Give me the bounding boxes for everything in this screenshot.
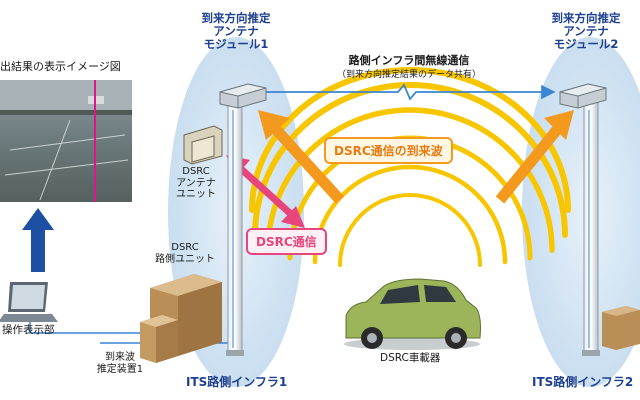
antenna-unit-label-l3: ユニット <box>176 189 216 200</box>
module-title-right-l2: アンテナ <box>563 24 609 39</box>
module-title-left-l3: モジュール1 <box>203 37 269 52</box>
module-box-right <box>559 83 607 109</box>
estimator-label-l2: 推定装置1 <box>96 363 144 375</box>
console-label: 操作表示部 <box>2 324 55 336</box>
antenna-unit-box <box>183 125 223 165</box>
wireless-link-title: 路側インフラ間無線通信 <box>348 54 470 67</box>
wireless-link-subtitle: （到来方向推定結果のデータ共有） <box>336 70 481 80</box>
wireless-link <box>251 83 556 101</box>
estimator-box-right <box>602 306 640 350</box>
antenna-unit-label-l1: DSRC <box>182 166 210 177</box>
module-title-right: 到来方向推定 アンテナ モジュール2 <box>530 11 640 52</box>
module-title-left-l2: アンテナ <box>213 24 259 39</box>
roadside-unit-label-l1: DSRC <box>171 242 199 253</box>
roadside-unit-label: DSRC 路側ユニット <box>150 242 220 265</box>
arrival-arrow-right <box>495 110 574 204</box>
antenna-unit-label-l2: アンテナ <box>176 177 216 189</box>
pole-right <box>582 99 600 356</box>
car-icon <box>344 278 481 350</box>
laptop-icon <box>0 282 58 322</box>
module-title-left: 到来方向推定 アンテナ モジュール1 <box>180 11 292 52</box>
module-box-left <box>219 83 267 109</box>
screen-caption: 出結果の表示イメージ図 <box>0 60 121 73</box>
pole-left <box>226 99 244 356</box>
arrow-up-icon <box>22 208 54 272</box>
module-title-right-l1: 到来方向推定 <box>551 11 621 25</box>
arrival-arrow-left <box>258 110 345 204</box>
roadside-unit-box <box>150 274 222 356</box>
antenna-unit-label: DSRC アンテナ ユニット <box>170 166 222 201</box>
module-title-left-l1: 到来方向推定 <box>201 11 271 25</box>
estimator-label: 到来波 推定装置1 <box>90 352 150 375</box>
roadside-unit-label-l2: 路側ユニット <box>155 253 215 265</box>
dsrc-wave-label: DSRC通信の到来波 <box>324 137 453 164</box>
vehicle-label: DSRC車載器 <box>380 352 441 364</box>
screen-photo <box>0 80 132 202</box>
estimator-label-l1: 到来波 <box>105 352 135 363</box>
infra-label-right: ITS路側インフラ2 <box>532 376 634 389</box>
estimator-box <box>140 315 178 363</box>
infra-label-left: ITS路側インフラ1 <box>186 375 288 389</box>
module-title-right-l3: モジュール2 <box>553 37 619 52</box>
dsrc-comm-label: DSRC通信 <box>246 228 327 255</box>
